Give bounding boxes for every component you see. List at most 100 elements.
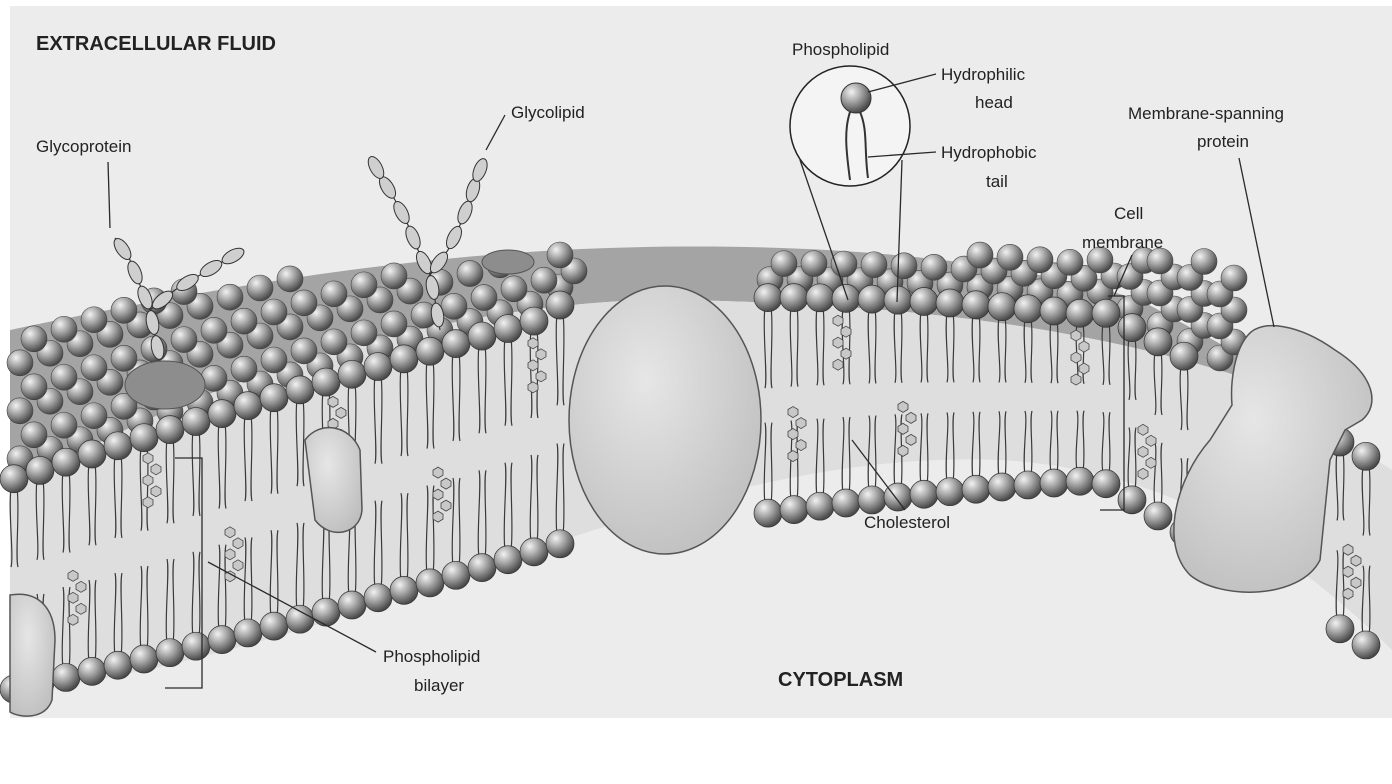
cholesterol-ring	[898, 423, 908, 434]
lower-head	[468, 554, 496, 582]
surface-head	[441, 293, 467, 319]
lower-head	[754, 499, 782, 527]
bilayer-label: bilayer	[414, 676, 464, 695]
lower-head	[1352, 631, 1380, 659]
cholesterol-ring	[1343, 588, 1353, 599]
cholesterol-ring	[151, 464, 161, 475]
cholesterol-ring	[68, 570, 78, 581]
upper-head	[338, 360, 366, 388]
surface-head	[201, 317, 227, 343]
tail-label: tail	[986, 172, 1008, 191]
cholesterol-ring	[1343, 566, 1353, 577]
surface-head	[321, 329, 347, 355]
surface-head	[81, 307, 107, 333]
cholesterol-ring	[906, 412, 916, 423]
surface-head	[21, 422, 47, 448]
cholesterol-ring	[1351, 555, 1361, 566]
surface-head	[547, 242, 573, 268]
surface-head	[1027, 247, 1053, 273]
cholesterol-ring	[143, 497, 153, 508]
lower-head	[1066, 467, 1094, 495]
cholesterol-ring	[143, 475, 153, 486]
cholesterol-ring	[528, 382, 538, 393]
lower-head	[936, 478, 964, 506]
surface-head	[111, 297, 137, 323]
upper-head	[1066, 299, 1094, 327]
upper-head	[0, 465, 28, 493]
surface-head	[801, 251, 827, 277]
cholesterol-ring	[841, 326, 851, 337]
cholesterol-ring	[433, 511, 443, 522]
lower-head	[546, 530, 574, 558]
cholesterol-ring	[233, 538, 243, 549]
lower-head	[1144, 502, 1172, 530]
lower-head	[962, 475, 990, 503]
surface-head	[111, 345, 137, 371]
cholesterol-ring	[1079, 341, 1089, 352]
cholesterol-ring	[1343, 544, 1353, 555]
lower-head	[832, 489, 860, 517]
cholesterol-ring	[898, 401, 908, 412]
cholesterol-ring	[328, 396, 338, 407]
cholesterol-ring	[1351, 577, 1361, 588]
surface-head	[261, 347, 287, 373]
upper-head	[936, 289, 964, 317]
upper-head	[494, 315, 522, 343]
cell-label: Cell	[1114, 204, 1143, 223]
cholesterol-ring	[233, 560, 243, 571]
surface-head	[351, 272, 377, 298]
cholesterol-ring	[1079, 363, 1089, 374]
upper-head	[52, 448, 80, 476]
lower-head	[78, 657, 106, 685]
surface-head	[231, 308, 257, 334]
cholesterol-ring	[528, 360, 538, 371]
surface-head	[261, 299, 287, 325]
upper-head	[234, 392, 262, 420]
lower-head	[286, 605, 314, 633]
surface-head	[277, 266, 303, 292]
cholesterol-ring	[68, 592, 78, 603]
surface-head	[1191, 249, 1217, 275]
lower-head	[1326, 615, 1354, 643]
cholesterol-ring	[225, 527, 235, 538]
upper-head	[780, 284, 808, 312]
upper-head	[962, 291, 990, 319]
lower-head	[780, 496, 808, 524]
lower-head	[988, 473, 1016, 501]
upper-head	[988, 293, 1016, 321]
membrane-spanning-label: Membrane-spanning	[1128, 104, 1284, 123]
cholesterol-ring	[1138, 424, 1148, 435]
upper-head	[546, 291, 574, 319]
cholesterol-ring	[898, 445, 908, 456]
protein-label: protein	[1197, 132, 1249, 151]
lower-head	[104, 651, 132, 679]
upper-head	[1352, 442, 1380, 470]
lower-head	[338, 591, 366, 619]
cholesterol-ring	[76, 581, 86, 592]
cholesterol-ring	[1146, 435, 1156, 446]
surface-head	[891, 253, 917, 279]
upper-head	[1144, 328, 1172, 356]
membrane-label: membrane	[1082, 233, 1163, 252]
large-channel-protein	[569, 286, 761, 554]
surface-head	[171, 327, 197, 353]
surface-head	[217, 284, 243, 310]
lower-head	[910, 480, 938, 508]
lower-head	[494, 546, 522, 574]
surface-head	[21, 326, 47, 352]
upper-head	[416, 337, 444, 365]
lower-head	[52, 663, 80, 691]
upper-head	[78, 440, 106, 468]
cholesterol-ring	[1071, 374, 1081, 385]
surface-head	[1221, 265, 1247, 291]
lower-head	[806, 492, 834, 520]
surface-head	[1057, 249, 1083, 275]
upper-head	[1118, 314, 1146, 342]
upper-head	[1014, 295, 1042, 323]
cholesterol-ring	[336, 407, 346, 418]
surface-head	[7, 398, 33, 424]
lower-head	[858, 486, 886, 514]
surface-head	[921, 254, 947, 280]
cholesterol-ring	[433, 467, 443, 478]
surface-head	[967, 242, 993, 268]
